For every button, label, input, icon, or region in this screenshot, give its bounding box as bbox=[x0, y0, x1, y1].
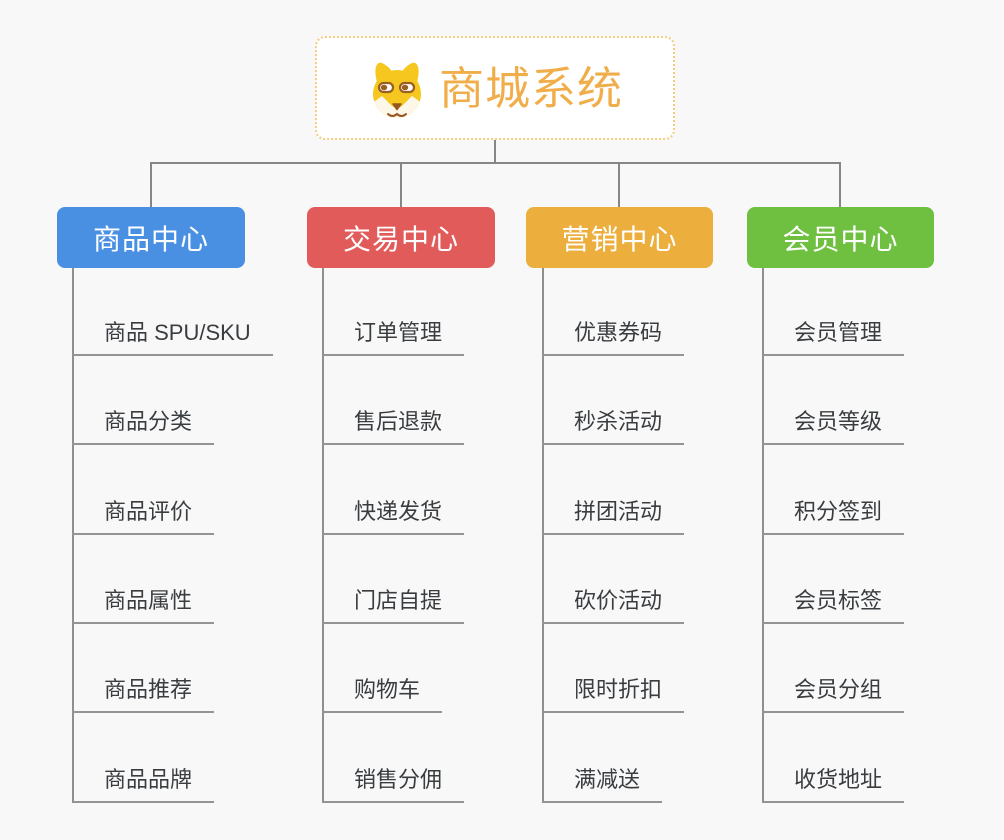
leaf-node[interactable]: 商品属性 bbox=[72, 586, 215, 624]
leaf-node[interactable]: 门店自提 bbox=[322, 586, 465, 624]
leaf-node[interactable]: 订单管理 bbox=[322, 318, 465, 356]
leaf-node[interactable]: 满减送 bbox=[542, 765, 663, 803]
branch-node-members[interactable]: 会员中心 bbox=[747, 207, 934, 268]
tree-line bbox=[322, 268, 324, 803]
leaf-node[interactable]: 商品推荐 bbox=[72, 675, 215, 714]
connector-drop-trade bbox=[400, 163, 402, 207]
leaf-node[interactable]: 限时折扣 bbox=[542, 675, 685, 714]
root-title: 商城系统 bbox=[438, 62, 623, 114]
leaf-node[interactable]: 商品评价 bbox=[72, 497, 215, 535]
leaf-node[interactable]: 会员管理 bbox=[762, 318, 905, 356]
tree-line bbox=[542, 268, 544, 803]
leaf-node[interactable]: 商品分类 bbox=[72, 407, 215, 446]
leaf-node[interactable]: 拼团活动 bbox=[542, 497, 685, 535]
leaf-node[interactable]: 商品品牌 bbox=[72, 765, 215, 803]
leaf-node[interactable]: 售后退款 bbox=[322, 407, 465, 446]
connector-drop-marketing bbox=[618, 163, 620, 207]
leaf-node[interactable]: 砍价活动 bbox=[542, 586, 685, 624]
leaf-node[interactable]: 商品 SPU/SKU bbox=[72, 318, 273, 356]
connector-bus bbox=[150, 162, 841, 164]
leaf-node[interactable]: 积分签到 bbox=[762, 497, 905, 535]
connector-drop-products bbox=[150, 163, 152, 207]
connector-drop-members bbox=[839, 163, 841, 207]
leaf-node[interactable]: 会员标签 bbox=[762, 586, 905, 624]
leaf-node[interactable]: 收货地址 bbox=[762, 765, 905, 803]
leaf-node[interactable]: 会员等级 bbox=[762, 407, 905, 446]
tree-line bbox=[72, 268, 74, 803]
leaf-node[interactable]: 购物车 bbox=[322, 675, 443, 714]
leaf-node[interactable]: 优惠券码 bbox=[542, 318, 685, 356]
leaf-node[interactable]: 快递发货 bbox=[322, 497, 465, 535]
branch-node-products[interactable]: 商品中心 bbox=[57, 207, 245, 268]
root-node[interactable]: 商城系统 bbox=[315, 36, 675, 140]
connector-root-stem bbox=[494, 140, 496, 163]
branch-node-marketing[interactable]: 营销中心 bbox=[526, 207, 713, 268]
dog-face-icon bbox=[372, 62, 421, 118]
tree-line bbox=[762, 268, 764, 803]
leaf-node[interactable]: 销售分佣 bbox=[322, 765, 465, 803]
leaf-node[interactable]: 会员分组 bbox=[762, 675, 905, 714]
branch-node-trade[interactable]: 交易中心 bbox=[307, 207, 495, 268]
leaf-node[interactable]: 秒杀活动 bbox=[542, 407, 685, 446]
